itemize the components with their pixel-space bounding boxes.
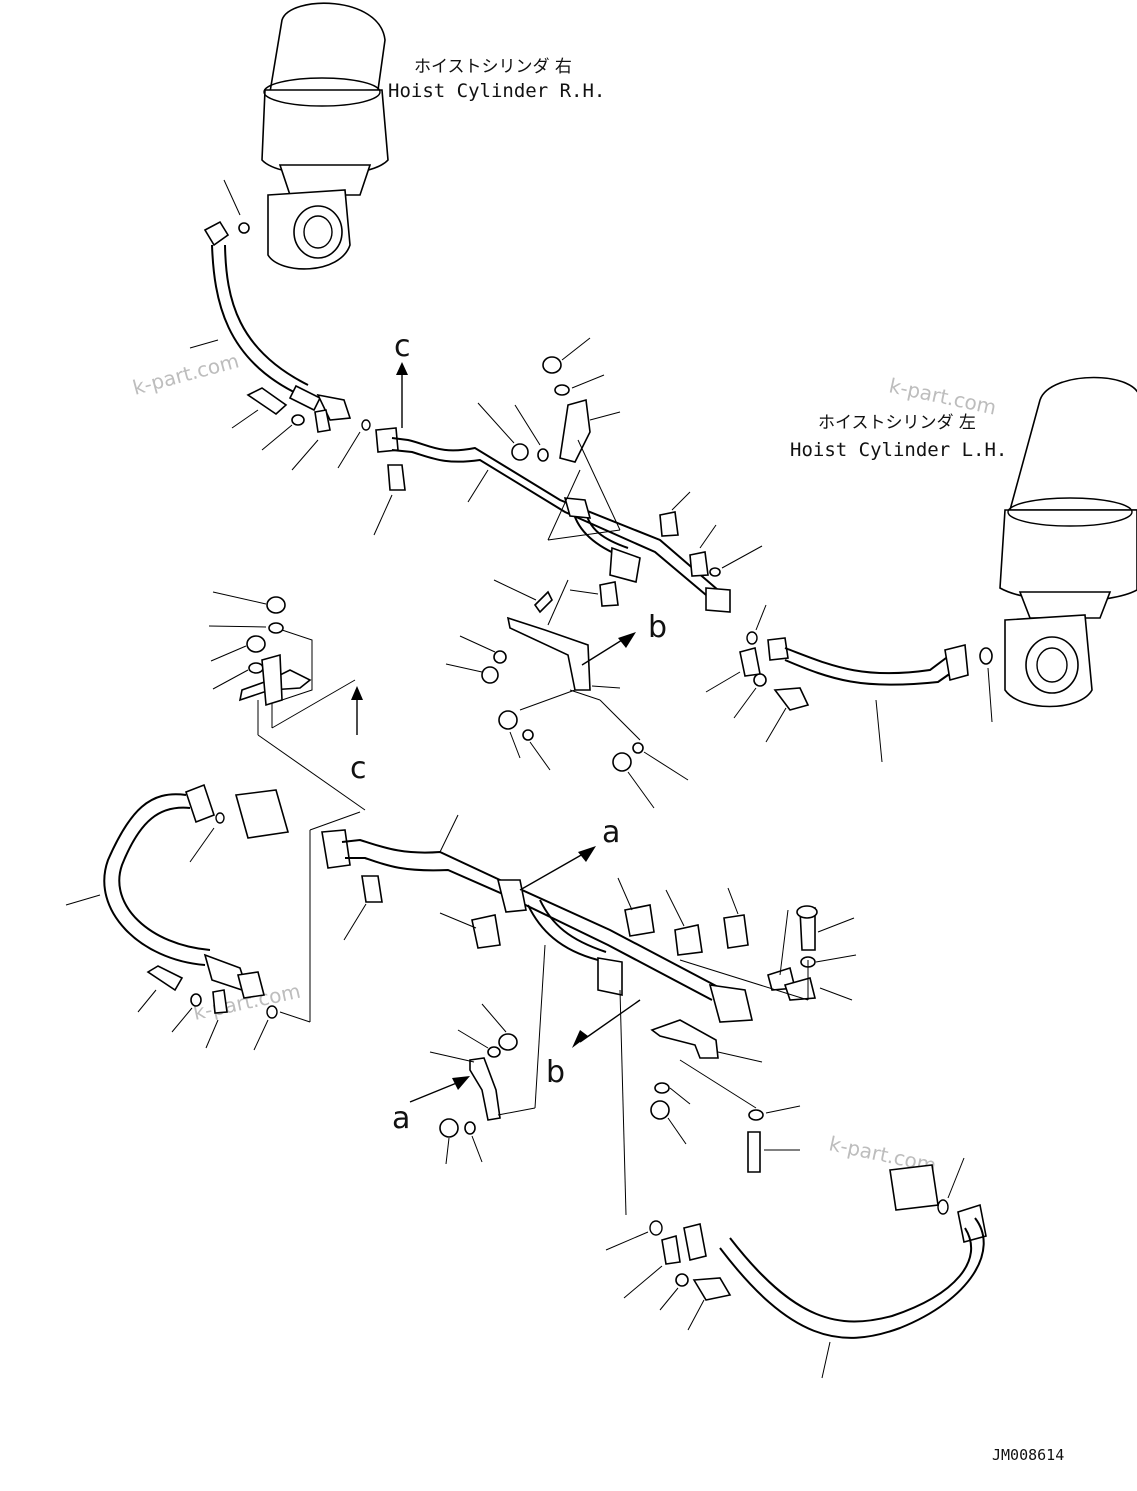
lower-tube-assembly bbox=[321, 814, 753, 1216]
upper-bracket bbox=[477, 337, 763, 607]
callout-c-mid: c bbox=[350, 751, 367, 786]
hose-lower-left bbox=[65, 783, 361, 1051]
hose-rh bbox=[189, 220, 371, 471]
callout-b-top: b bbox=[648, 610, 667, 645]
watermark: k-part.com bbox=[130, 348, 241, 399]
bracket-lower-right bbox=[650, 1019, 801, 1173]
lh-label-en: Hoist Cylinder L.H. bbox=[790, 439, 1007, 461]
hose-lh bbox=[705, 604, 969, 763]
bracket-b-upper bbox=[445, 579, 689, 809]
drawing-id: JM008614 bbox=[992, 1446, 1064, 1464]
upper-tube-assembly bbox=[373, 362, 731, 613]
lh-label-jp: ホイストシリンダ 左 bbox=[818, 413, 976, 433]
bracket-a-lower bbox=[409, 1003, 536, 1165]
hoist-cylinder-rh bbox=[223, 2, 389, 270]
rh-label-jp: ホイストシリンダ 右 bbox=[414, 57, 572, 77]
callout-c-top: c bbox=[394, 329, 411, 364]
hoist-cylinder-lh bbox=[979, 376, 1137, 723]
callout-b-lower: b bbox=[546, 1055, 565, 1090]
callout-a-mid: a bbox=[602, 815, 620, 850]
bracket-c bbox=[208, 591, 366, 811]
rh-label-en: Hoist Cylinder R.H. bbox=[388, 80, 605, 102]
lower-clamps bbox=[439, 877, 857, 1001]
hose-lower-right bbox=[605, 1157, 987, 1379]
callout-a-lower: a bbox=[392, 1101, 410, 1136]
